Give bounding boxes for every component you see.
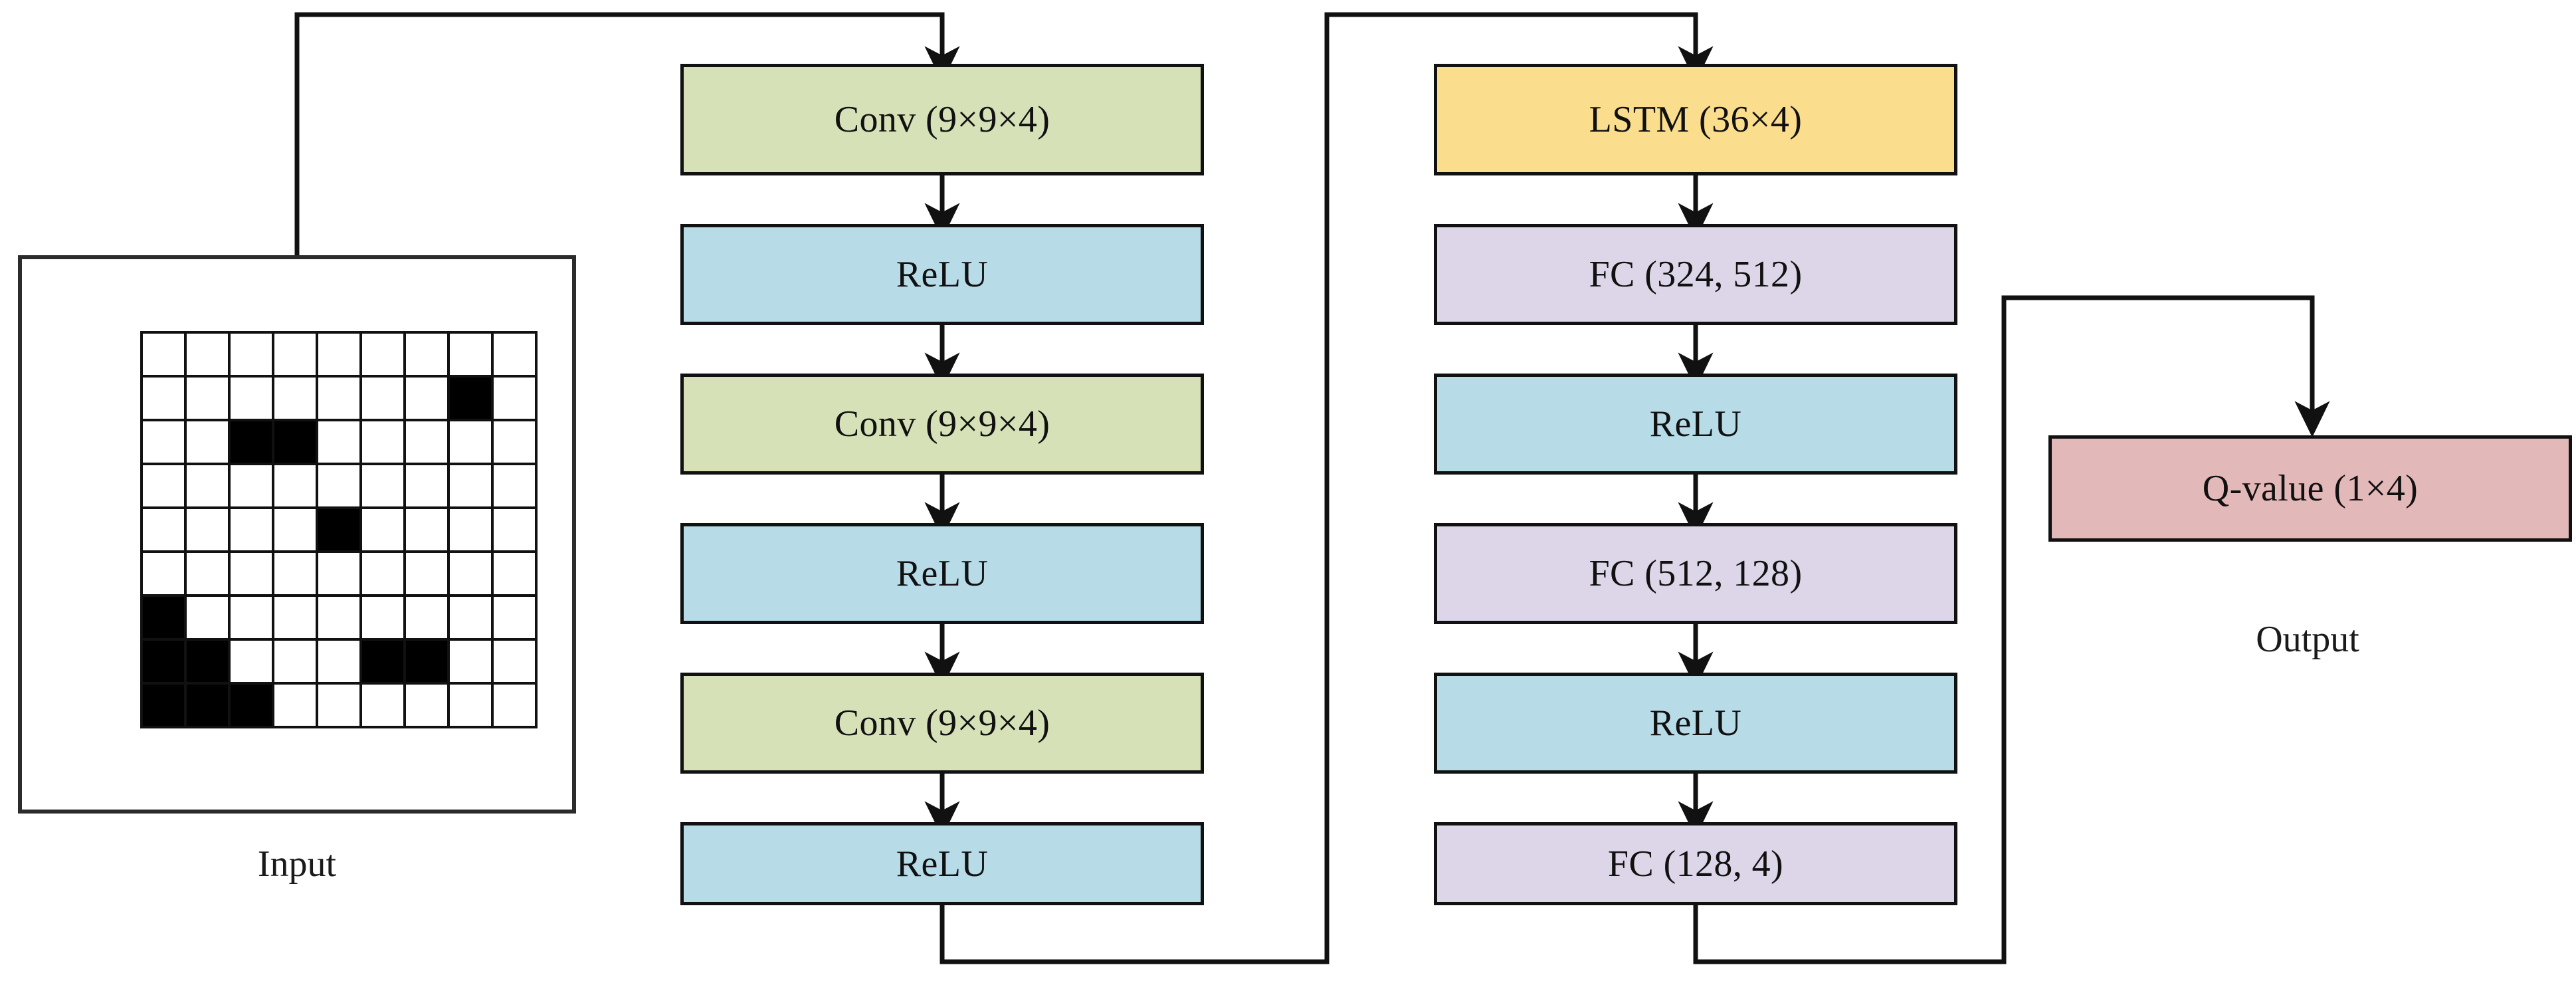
grid-cell: [231, 597, 274, 641]
grid-cell: [450, 378, 494, 421]
layer-relu-1[interactable]: ReLU: [680, 224, 1204, 325]
grid-cell: [494, 553, 538, 597]
grid-cell: [274, 378, 318, 421]
grid-cell: [494, 378, 538, 421]
layer-fc-1[interactable]: FC (324, 512): [1434, 224, 1957, 325]
grid-cell: [362, 334, 406, 378]
layer-conv-2[interactable]: Conv (9×9×4): [680, 374, 1204, 475]
grid-cell: [274, 553, 318, 597]
grid-cell: [362, 378, 406, 421]
grid-cell: [494, 465, 538, 509]
grid-cell: [362, 597, 406, 641]
grid-cell: [187, 641, 231, 685]
grid-cell: [231, 641, 274, 685]
grid-cell: [450, 597, 494, 641]
grid-cell: [318, 378, 362, 421]
grid-cell: [318, 685, 362, 728]
grid-cell: [187, 465, 231, 509]
grid-cell: [318, 553, 362, 597]
grid-cell: [143, 378, 187, 421]
grid-cell: [143, 553, 187, 597]
grid-cell: [318, 334, 362, 378]
grid-cell: [406, 421, 450, 465]
grid-cell: [406, 597, 450, 641]
grid-cell: [406, 378, 450, 421]
grid-cell: [494, 685, 538, 728]
grid-cell: [274, 334, 318, 378]
layer-lstm-1[interactable]: LSTM (36×4): [1434, 64, 1957, 175]
layer-relu-5[interactable]: ReLU: [1434, 673, 1957, 774]
layer-fc-3[interactable]: FC (128, 4): [1434, 822, 1957, 905]
grid-cell: [406, 334, 450, 378]
layer-relu-2[interactable]: ReLU: [680, 523, 1204, 624]
grid-cell: [231, 334, 274, 378]
grid-cell: [143, 334, 187, 378]
grid-cell: [274, 685, 318, 728]
grid-cell: [143, 465, 187, 509]
grid-cell: [406, 641, 450, 685]
output-label: Output: [2256, 619, 2359, 660]
grid-cell: [187, 334, 231, 378]
layer-conv-3[interactable]: Conv (9×9×4): [680, 673, 1204, 774]
grid-cell: [450, 509, 494, 553]
grid-cell: [318, 509, 362, 553]
layer-fc-2[interactable]: FC (512, 128): [1434, 523, 1957, 624]
grid-cell: [406, 465, 450, 509]
grid-cell: [187, 553, 231, 597]
grid-cell: [231, 378, 274, 421]
grid-cell: [494, 509, 538, 553]
grid-cell: [494, 641, 538, 685]
grid-cell: [231, 465, 274, 509]
grid-cell: [362, 553, 406, 597]
grid-cell: [143, 509, 187, 553]
grid-cell: [406, 685, 450, 728]
grid-cell: [362, 685, 406, 728]
grid-cell: [143, 597, 187, 641]
grid-cell: [187, 421, 231, 465]
grid-cell: [406, 553, 450, 597]
grid-cell: [187, 509, 231, 553]
grid-cell: [187, 378, 231, 421]
grid-cell: [450, 334, 494, 378]
layer-relu-4[interactable]: ReLU: [1434, 374, 1957, 475]
grid-cell: [318, 641, 362, 685]
grid-cell: [494, 334, 538, 378]
grid-cell: [187, 685, 231, 728]
input-board: [18, 255, 576, 814]
grid-cell: [231, 685, 274, 728]
grid-cell: [318, 465, 362, 509]
grid-cell: [231, 509, 274, 553]
input-label: Input: [257, 843, 337, 885]
grid-cell: [450, 641, 494, 685]
grid-cell: [187, 597, 231, 641]
grid-cell: [274, 509, 318, 553]
grid-cell: [450, 465, 494, 509]
grid-cell: [143, 641, 187, 685]
grid-cell: [231, 553, 274, 597]
grid-cell: [318, 597, 362, 641]
grid-cell: [143, 421, 187, 465]
layer-q-value[interactable]: Q-value (1×4): [2048, 435, 2572, 542]
grid-cell: [318, 421, 362, 465]
grid-cell: [406, 509, 450, 553]
grid-cell: [362, 465, 406, 509]
layer-relu-3[interactable]: ReLU: [680, 822, 1204, 905]
grid-cell: [494, 597, 538, 641]
grid-cell: [450, 685, 494, 728]
grid-cell: [143, 685, 187, 728]
grid-cell: [494, 421, 538, 465]
grid-cell: [274, 465, 318, 509]
grid-cell: [274, 641, 318, 685]
grid-cell: [362, 509, 406, 553]
grid-cell: [274, 597, 318, 641]
grid-cell: [450, 553, 494, 597]
grid-cell: [362, 641, 406, 685]
layer-conv-1[interactable]: Conv (9×9×4): [680, 64, 1204, 175]
grid-cell: [274, 421, 318, 465]
grid-cell: [362, 421, 406, 465]
grid-cell: [450, 421, 494, 465]
input-grid: [140, 331, 538, 728]
grid-cell: [231, 421, 274, 465]
